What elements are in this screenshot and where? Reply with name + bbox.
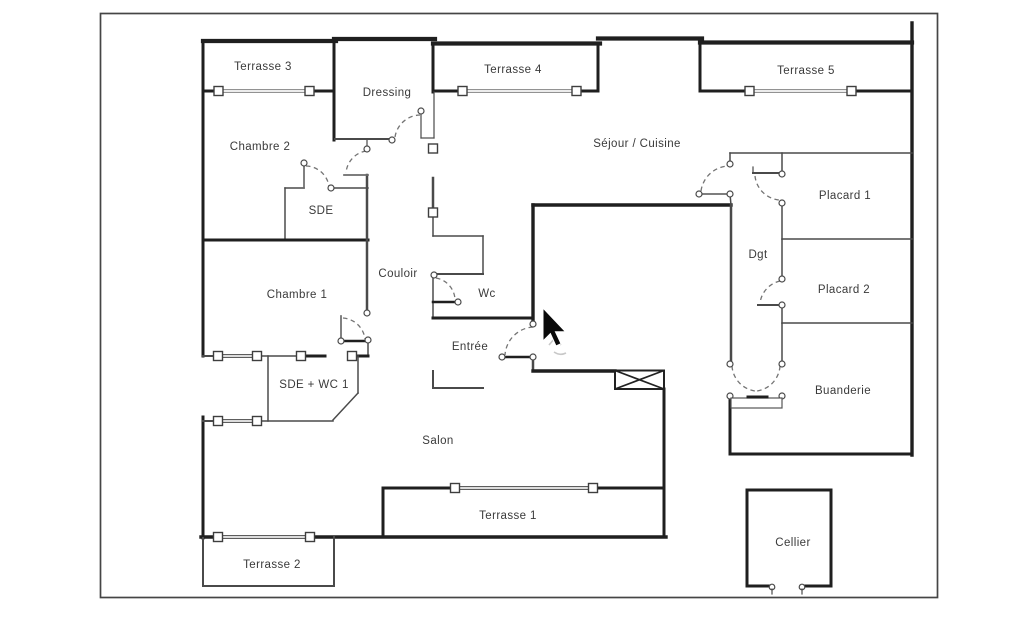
- duct-box: [614, 369, 665, 390]
- page-border: [99, 12, 939, 599]
- window-markers: [212, 85, 857, 543]
- railings: [221, 89, 850, 539]
- cellier-door-markers: [768, 583, 806, 595]
- mouse-cursor-icon[interactable]: [542, 306, 567, 356]
- interior-walls: [201, 91, 914, 588]
- outer-walls: [199, 21, 915, 540]
- buanderie-threshold: [730, 395, 783, 409]
